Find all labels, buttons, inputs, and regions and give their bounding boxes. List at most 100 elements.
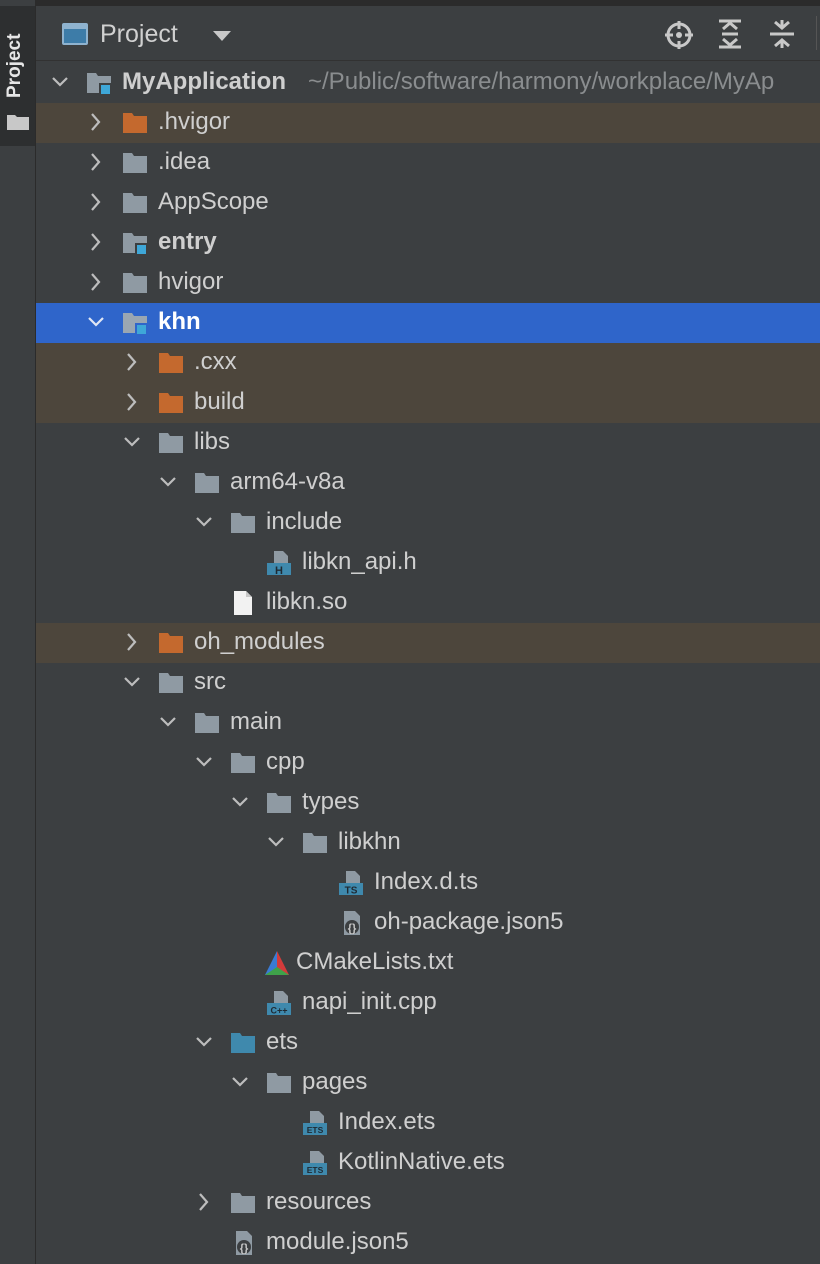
chevron-right-icon[interactable] (88, 231, 104, 253)
chevron-down-icon[interactable] (160, 711, 176, 733)
tree-label-libs: libs (194, 428, 231, 455)
tree-label-types: types (302, 788, 360, 815)
chevron-right-icon[interactable] (196, 1191, 212, 1213)
tree-row-oh-modules[interactable]: oh_modules (36, 623, 820, 663)
tree-label-build: build (194, 388, 245, 415)
tree-row-module-json5[interactable]: {} module.json5 (36, 1223, 820, 1263)
folder-icon (231, 1193, 255, 1213)
header-divider (816, 16, 817, 50)
tree-row-cpp[interactable]: cpp (36, 743, 820, 783)
svg-text:ETS: ETS (307, 1125, 324, 1135)
folder-icon (195, 713, 219, 733)
tree-row-libkn-api-h[interactable]: H libkn_api.h (36, 543, 820, 583)
tree-row-types[interactable]: types (36, 783, 820, 823)
tree-row-build[interactable]: build (36, 383, 820, 423)
tree-label-include: include (266, 508, 343, 535)
svg-text:C++: C++ (270, 1006, 287, 1016)
tree-label-appscope: AppScope (158, 188, 269, 215)
tree-row-libs[interactable]: libs (36, 423, 820, 463)
tree-label-libkn-so: libkn.so (266, 588, 348, 615)
tree-row-include[interactable]: include (36, 503, 820, 543)
tree-row-khn[interactable]: khn (36, 303, 820, 343)
chevron-right-icon[interactable] (124, 391, 140, 413)
svg-text:TS: TS (345, 886, 358, 897)
chevron-down-icon[interactable] (160, 471, 176, 493)
source-folder-icon (231, 1033, 255, 1053)
folder-icon (231, 513, 255, 533)
folder-icon (123, 193, 147, 213)
chevron-down-icon[interactable] (196, 1031, 212, 1053)
tree-label-idea: .idea (158, 148, 211, 175)
chevron-right-icon[interactable] (124, 631, 140, 653)
tree-label-pages: pages (302, 1068, 368, 1095)
tree-label-cmakelists: CMakeLists.txt (296, 948, 454, 975)
tree-row-arm64-v8a[interactable]: arm64-v8a (36, 463, 820, 503)
tree-row-main[interactable]: main (36, 703, 820, 743)
chevron-down-icon[interactable] (268, 831, 284, 853)
expand-all-icon[interactable] (716, 18, 744, 50)
excluded-folder-icon (159, 393, 183, 413)
tree-row-hvigor-dir[interactable]: .hvigor (36, 103, 820, 143)
tree-label-resources: resources (266, 1188, 372, 1215)
tree-label-main: main (230, 708, 283, 735)
tree-row-index-d-ts[interactable]: TS Index.d.ts (36, 863, 820, 903)
chevron-down-icon[interactable] (232, 1071, 248, 1093)
tree-label-napi-init-cpp: napi_init.cpp (302, 988, 437, 1015)
tree-row-oh-package-json5[interactable]: {} oh-package.json5 (36, 903, 820, 943)
locate-icon[interactable] (664, 20, 694, 50)
collapse-all-icon[interactable] (768, 18, 796, 50)
tree-label-hvigor-dir: .hvigor (158, 108, 231, 135)
tool-window-strip: Project (0, 0, 36, 1264)
tree-label-arm64-v8a: arm64-v8a (230, 468, 345, 495)
tree-row-entry[interactable]: entry (36, 223, 820, 263)
tree-row-libkn-so[interactable]: libkn.so (36, 583, 820, 623)
tree-row-ets[interactable]: ets (36, 1023, 820, 1063)
tree-row-napi-init-cpp[interactable]: C++ napi_init.cpp (36, 983, 820, 1023)
tree-label-hvigor: hvigor (158, 268, 224, 295)
ets-file-icon: ETS (303, 1111, 327, 1135)
tree-row-hvigor[interactable]: hvigor (36, 263, 820, 303)
chevron-right-icon[interactable] (88, 191, 104, 213)
chevron-down-icon[interactable] (124, 671, 140, 693)
chevron-down-icon[interactable] (232, 791, 248, 813)
folder-icon (231, 753, 255, 773)
tree-row-cxx[interactable]: .cxx (36, 343, 820, 383)
tree-root-path: ~/Public/software/harmony/workplace/MyAp (308, 68, 775, 95)
tree-row-libkhn[interactable]: libkhn (36, 823, 820, 863)
chevron-down-icon[interactable] (52, 71, 68, 93)
view-title[interactable]: Project (100, 20, 178, 48)
tree-row-idea[interactable]: .idea (36, 143, 820, 183)
chevron-down-icon[interactable] (88, 311, 104, 333)
tree-row-index-ets[interactable]: ETS Index.ets (36, 1103, 820, 1143)
tree-row-resources[interactable]: resources (36, 1183, 820, 1223)
folder-icon (267, 793, 291, 813)
tree-row-kotlinnative-ets[interactable]: ETS KotlinNative.ets (36, 1143, 820, 1183)
tree-label-cxx: .cxx (194, 348, 237, 375)
chevron-down-icon[interactable] (196, 511, 212, 533)
json-file-icon: {} (236, 1231, 252, 1255)
tree-label-module-json5: module.json5 (266, 1228, 409, 1255)
tree-row-cmakelists[interactable]: CMakeLists.txt (36, 943, 820, 983)
tree-label-khn: khn (158, 308, 201, 335)
project-panel: Project MyApp (36, 0, 820, 1264)
chevron-down-icon[interactable] (212, 30, 232, 42)
tree-row-myapplication[interactable]: MyApplication ~/Public/software/harmony/… (36, 63, 820, 103)
chevron-right-icon[interactable] (88, 111, 104, 133)
tree-label-cpp: cpp (266, 748, 305, 775)
tree-label-kotlinnative-ets: KotlinNative.ets (338, 1148, 505, 1175)
tree-label-oh-modules: oh_modules (194, 628, 325, 655)
json-file-icon: {} (344, 911, 360, 935)
excluded-folder-icon (159, 353, 183, 373)
chevron-right-icon[interactable] (88, 151, 104, 173)
tree-row-appscope[interactable]: AppScope (36, 183, 820, 223)
chevron-down-icon[interactable] (124, 431, 140, 453)
chevron-down-icon[interactable] (196, 751, 212, 773)
panel-top-border (36, 0, 820, 6)
tree-row-pages[interactable]: pages (36, 1063, 820, 1103)
chevron-right-icon[interactable] (88, 271, 104, 293)
project-tool-tab[interactable]: Project (0, 6, 35, 146)
tree-row-src[interactable]: src (36, 663, 820, 703)
svg-text:{}: {} (240, 1243, 249, 1255)
folder-icon (195, 473, 219, 493)
chevron-right-icon[interactable] (124, 351, 140, 373)
